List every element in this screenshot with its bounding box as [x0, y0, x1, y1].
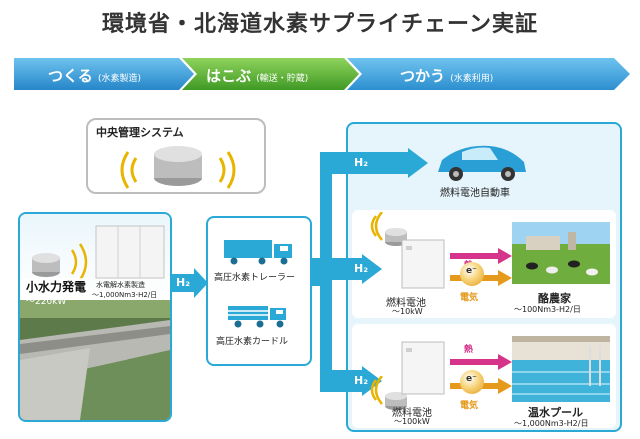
h2-arrow-to-farm	[320, 254, 382, 284]
h2-arrow-to-transport	[172, 268, 208, 298]
banner-use-arrow	[347, 58, 630, 90]
h2-label-pool: H₂	[354, 374, 369, 387]
h2-label-farm: H₂	[354, 262, 369, 275]
central-title: 中央管理システム	[96, 126, 184, 139]
farm-fuel-cell-label: 燃料電池	[386, 298, 426, 309]
pool-facility-amount: ～1,000Nm3-H2/日	[514, 419, 589, 428]
hydrogen-tank-icon	[32, 243, 88, 281]
pool-facility-label: 温水プール	[528, 406, 583, 419]
pool-tank-icon	[370, 376, 407, 410]
transport-panel: 高圧水素トレーラー 高圧水素カードル	[206, 216, 312, 366]
curdle-label: 高圧水素カードル	[216, 337, 289, 347]
banner-make-arrow	[14, 58, 194, 90]
banner-carry-arrow	[182, 58, 359, 90]
dairy-farm-photo	[512, 222, 610, 284]
pool-heat-label: 熱	[464, 345, 474, 355]
farm-fuel-cell-icon	[401, 239, 445, 289]
pool-fuel-cell-label: 燃料電池	[392, 408, 432, 419]
electrolyzer-icon	[95, 225, 165, 279]
pool-electron-label: e⁻	[466, 374, 477, 384]
production-label: 水電解水素製造	[96, 281, 145, 289]
farm-electron-icon	[460, 262, 484, 286]
trailer-truck-icon	[224, 240, 292, 265]
pool-electron-icon	[460, 370, 484, 394]
central-management-panel: 中央管理システム	[86, 118, 266, 194]
trailer-label: 高圧水素トレーラー	[214, 273, 296, 283]
pool-fuel-cell-icon	[401, 341, 445, 395]
farm-electron-label: e⁻	[466, 266, 477, 276]
hydrogen-source-panel: 小水力発電 ～220kW 水電解水素製造 ～1,000Nm3-H2/日	[18, 212, 172, 422]
dam-photo	[20, 300, 170, 420]
page-title: 環境省・北海道水素サプライチェーン実証	[102, 12, 538, 37]
hydro-label: 小水力発電	[24, 278, 89, 295]
h2-arrow-to-fcv	[320, 148, 428, 178]
pool-heat-arrow	[450, 354, 512, 370]
hydro-power: ～220kW	[26, 297, 67, 307]
farm-facility-amount: ～100Nm3-H2/日	[514, 305, 581, 314]
farm-fuel-cell-power: ～10kW	[392, 307, 423, 316]
server-icon	[120, 146, 236, 189]
pool-electricity-label: 電気	[460, 401, 479, 411]
farm-electricity-label: 電気	[460, 293, 479, 303]
pool-fuel-cell-power: ～100kW	[394, 417, 430, 426]
fcv-label: 燃料電池自動車	[440, 188, 510, 199]
h2-arrow-to-pool	[320, 366, 382, 396]
farm-heat-arrow	[450, 248, 512, 264]
farm-facility-label: 酪農家	[538, 292, 571, 305]
curdle-truck-icon	[228, 306, 286, 328]
production-capacity: ～1,000Nm3-H2/日	[92, 291, 158, 299]
h2-label-fcv: H₂	[354, 156, 369, 169]
process-banner	[14, 58, 630, 90]
heated-pool-photo	[512, 336, 610, 402]
fuel-cell-car-icon	[438, 145, 526, 181]
h2-label-transport: H₂	[176, 276, 191, 289]
